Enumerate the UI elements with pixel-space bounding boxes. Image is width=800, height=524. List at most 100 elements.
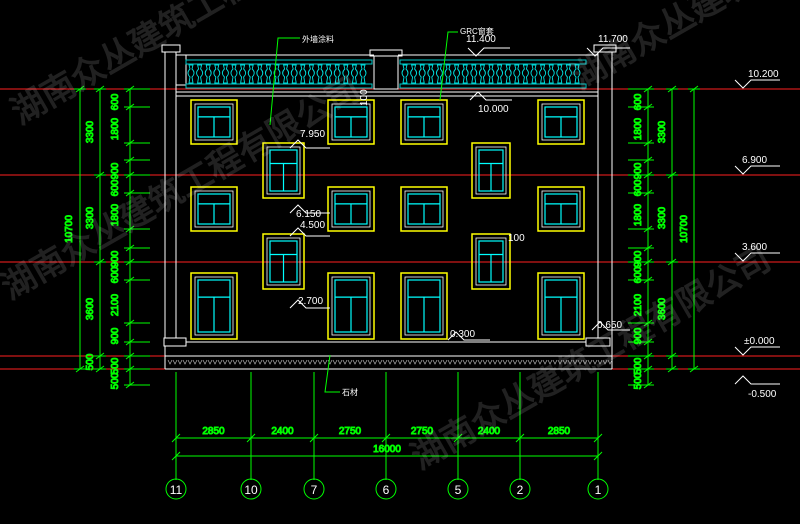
level-7950: 7.950 [300,129,325,140]
baluster [213,64,221,84]
dim-tick [125,338,135,346]
stone-hatch-mark [472,359,478,365]
dim-tick [643,276,653,284]
stone-hatch-mark [207,359,213,365]
window-casing [475,146,507,195]
dim-tick [125,276,135,284]
dim-tick [643,338,653,346]
stone-hatch-mark [512,359,518,365]
dim-text-right-inner: 500 [633,357,644,374]
dim-tick [643,258,653,266]
stone-hatch-mark [277,359,283,365]
baluster [504,64,512,84]
dim-tick [125,319,135,327]
window-casing [541,103,581,141]
stone-hatch-mark [422,359,428,365]
stone-hatch-mark [462,359,468,365]
dim-text-left-middle: 500 [85,353,96,370]
balustrade [185,59,587,89]
baluster [461,64,469,84]
stone-hatch-mark [557,359,563,365]
window-frame [327,99,375,145]
dim-tick [75,365,85,373]
baluster [470,64,478,84]
baluster [496,64,504,84]
axis-bubble [447,478,469,500]
dim-text-left-inner: 600 [110,266,121,283]
dim-text-right-inner: 900 [633,250,644,267]
baluster [239,64,247,84]
baluster [573,64,581,84]
dim-text-right-inner: 1800 [633,203,644,226]
dim-text-left-inner: 2100 [110,293,121,316]
level-11700: 11.700 [598,34,628,45]
stone-hatch-mark [202,359,208,365]
dim-text-left-total: 10700 [64,215,75,243]
window-frame [327,272,375,340]
axis-bubble [375,478,397,500]
baluster [444,64,452,84]
dim-text-right-middle: 3600 [657,297,668,320]
stone-label: 石材 [342,387,358,397]
dim-text-bay: 2850 [548,426,571,437]
dim-tick [125,85,135,93]
window-frame [471,142,511,199]
dim-tick [643,365,653,373]
baluster [264,64,272,84]
stone-hatch-mark [257,359,263,365]
dim-text-left-inner: 900 [110,327,121,344]
axis-label: 6 [383,483,390,497]
dim-text-left-inner: 1800 [110,117,121,140]
level-10000: 10.000 [478,104,509,115]
axis-bubble [587,478,609,500]
window-casing [331,190,371,228]
dim-tick [643,225,653,233]
dim-text-right-inner: 600 [633,266,644,283]
stone-hatch-mark [232,359,238,365]
stone-hatch-mark [312,359,318,365]
stone-hatch-mark [187,359,193,365]
stone-hatch-mark [252,359,258,365]
stone-hatch-mark [442,359,448,365]
baluster [230,64,238,84]
window-casing [541,190,581,228]
stone-hatch-mark [337,359,343,365]
stone-hatch-mark [332,359,338,365]
baluster [435,64,443,84]
left-dimensions: 6001800900600180090060021009005005003300… [64,85,150,390]
dim-text-left-inner: 500 [110,357,121,374]
stone-hatch-mark [302,359,308,365]
window-casing [404,103,444,141]
stone-hatch-mark [212,359,218,365]
dim-tick [667,365,677,373]
baluster [187,64,195,84]
window-frame [537,99,585,145]
window-casing [194,276,234,336]
stone-hatch-mark [307,359,313,365]
dim-tick [171,433,181,443]
baluster [290,64,298,84]
windows [190,99,585,340]
stone-hatch-mark [397,359,403,365]
dim-tick [125,381,135,389]
stone-hatch-mark [597,359,603,365]
window-casing [404,276,444,336]
level-10200: 10.200 [748,69,779,80]
stone-hatch-mark [582,359,588,365]
dim-tick [643,189,653,197]
dim-tick [643,171,653,179]
dim-text-right-inner: 600 [633,93,644,110]
stone-hatch-mark [247,359,253,365]
dim-tick [453,433,463,443]
stone-hatch-mark [517,359,523,365]
dim-text-total-width: 16000 [373,444,401,455]
stone-hatch-mark [412,359,418,365]
baluster [418,64,426,84]
dim-tick [125,103,135,111]
dim-text-bay: 2750 [339,426,362,437]
stone-hatch-mark [432,359,438,365]
dim-text-left-inner: 500 [110,372,121,389]
baluster [487,64,495,84]
stone-hatch-mark [372,359,378,365]
axis-bubble [165,478,187,500]
